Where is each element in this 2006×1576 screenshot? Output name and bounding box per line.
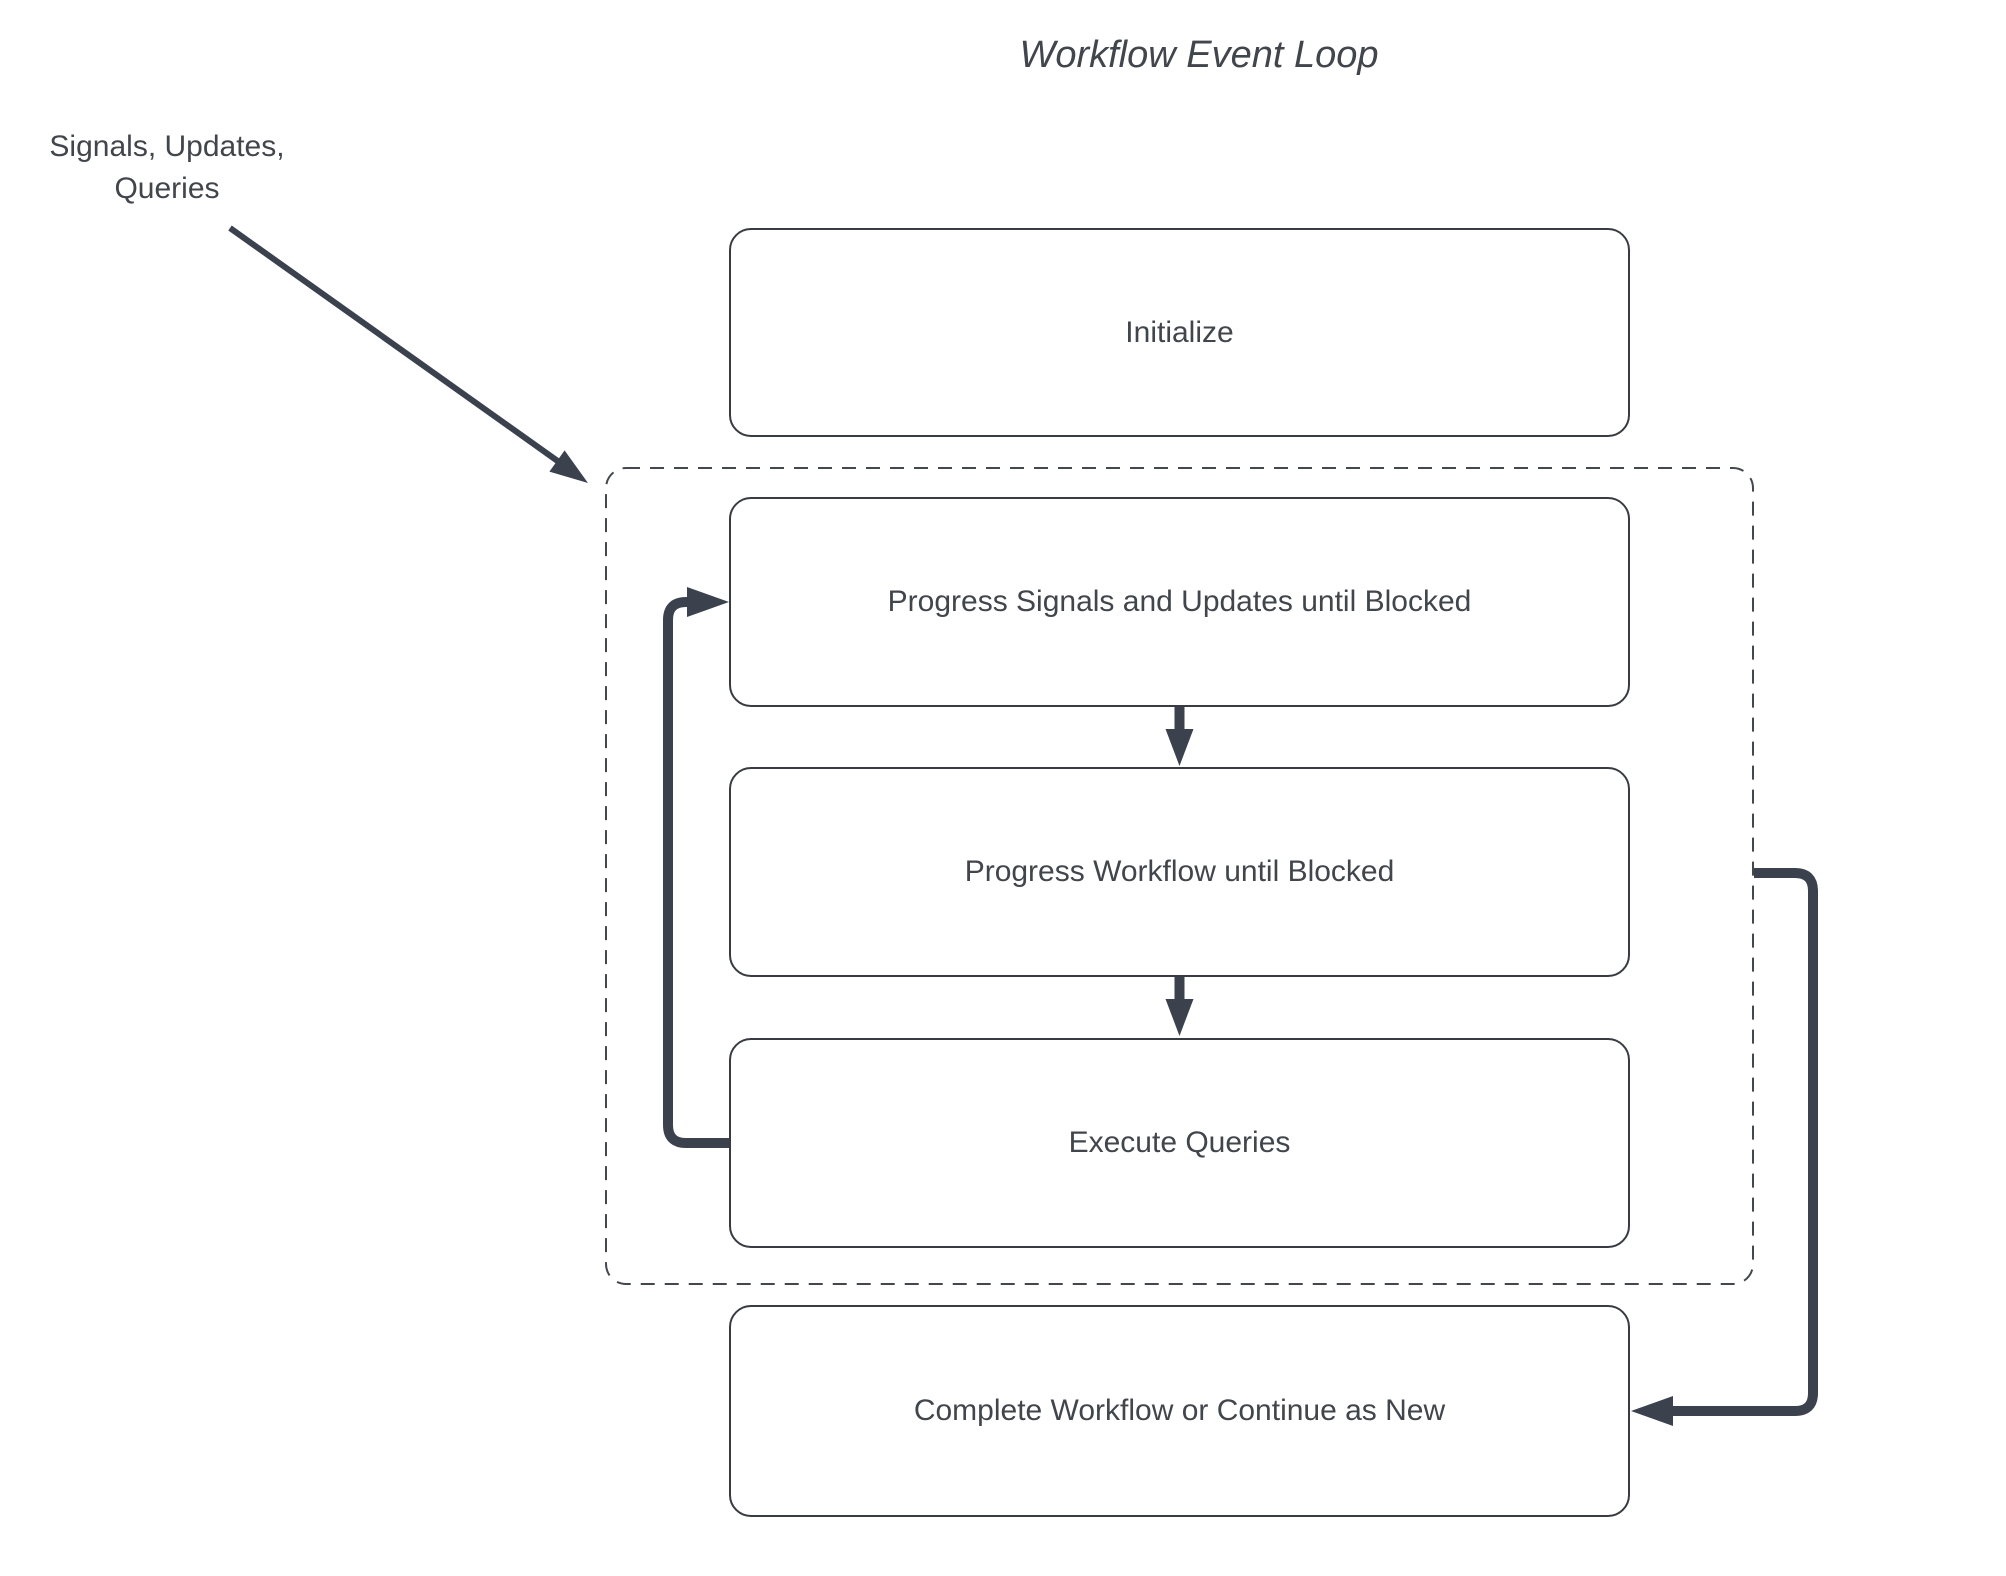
signals-input-arrow bbox=[228, 225, 588, 483]
arrow-workflow-to-queries bbox=[1165, 976, 1194, 1036]
arrow-workflow-to-queries-head-icon bbox=[1165, 999, 1194, 1036]
node-initialize: Initialize bbox=[729, 228, 1630, 437]
node-progress-signals-updates-label: Progress Signals and Updates until Block… bbox=[887, 585, 1472, 618]
loop-exit-connector-line bbox=[1672, 868, 1818, 1416]
loop-exit-connector bbox=[1631, 868, 1818, 1426]
loop-back-connector bbox=[663, 587, 730, 1148]
arrow-signals-to-workflow-head-icon bbox=[1165, 729, 1194, 766]
node-progress-signals-updates: Progress Signals and Updates until Block… bbox=[729, 497, 1630, 707]
loop-exit-arrowhead-icon bbox=[1631, 1396, 1673, 1426]
loop-back-arrowhead-icon bbox=[687, 587, 729, 617]
node-execute-queries: Execute Queries bbox=[729, 1038, 1630, 1248]
node-execute-queries-label: Execute Queries bbox=[1068, 1126, 1291, 1159]
node-progress-workflow: Progress Workflow until Blocked bbox=[729, 767, 1630, 977]
signals-input-arrow-line bbox=[228, 225, 561, 465]
loop-back-connector-line bbox=[663, 597, 730, 1148]
node-initialize-label: Initialize bbox=[1125, 315, 1234, 349]
diagram-title: Workflow Event Loop bbox=[1019, 34, 1379, 76]
node-progress-workflow-label: Progress Workflow until Blocked bbox=[964, 855, 1395, 888]
node-complete-workflow-label: Complete Workflow or Continue as New bbox=[913, 1394, 1446, 1427]
node-complete-workflow: Complete Workflow or Continue as New bbox=[729, 1305, 1630, 1517]
external-events-label: Signals, Updates, Queries bbox=[49, 130, 285, 205]
arrow-signals-to-workflow bbox=[1165, 706, 1194, 766]
signals-input-arrowhead-icon bbox=[549, 450, 588, 483]
